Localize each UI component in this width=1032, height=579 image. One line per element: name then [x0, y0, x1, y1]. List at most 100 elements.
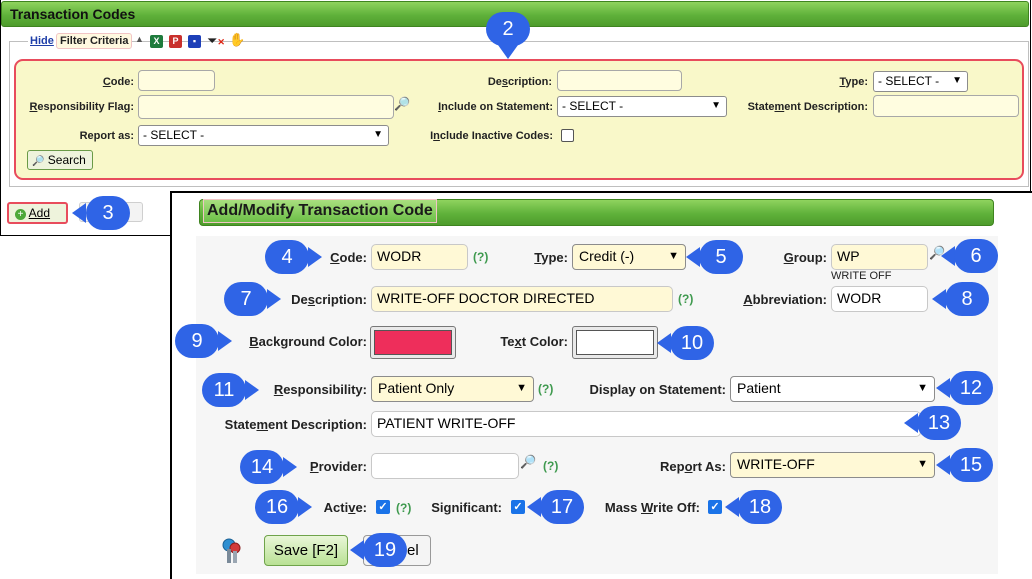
description-filter-input[interactable] [557, 70, 682, 91]
callout-pointer [936, 455, 950, 475]
code-input[interactable]: WODR [371, 244, 468, 270]
callout-pointer [941, 246, 955, 266]
display-on-statement-label: Display on Statement: [589, 382, 726, 397]
callout-12: 12 [949, 371, 993, 405]
save-button[interactable]: Save [F2] [264, 535, 348, 566]
text-color-picker[interactable] [572, 326, 658, 359]
window-title: Transaction Codes [10, 6, 136, 22]
excel-icon[interactable]: X [150, 35, 163, 48]
include-inactive-filter-label: Include Inactive Codes: [430, 130, 553, 142]
abbreviation-input[interactable]: WODR [831, 286, 928, 312]
responsibility-help-icon[interactable]: (?) [538, 382, 554, 396]
description-help-icon[interactable]: (?) [678, 292, 694, 306]
callout-pointer [72, 203, 86, 223]
keys-icon[interactable] [218, 535, 246, 565]
magnifier-icon[interactable]: 🔎 [394, 96, 411, 111]
active-checkbox[interactable]: ✓ [376, 500, 390, 514]
callout-pointer [245, 380, 259, 400]
code-help-icon[interactable]: (?) [473, 250, 489, 264]
responsibility-flag-filter-input[interactable] [138, 95, 394, 119]
callout-pointer [932, 289, 946, 309]
report-as-filter-value: - SELECT - [143, 128, 205, 142]
callout-6: 6 [954, 239, 998, 273]
hand-icon[interactable]: ✋ [229, 32, 246, 47]
provider-lookup-magnifier-icon[interactable]: 🔎 [520, 454, 537, 469]
add-button[interactable]: + Add [7, 202, 68, 224]
description-input[interactable]: WRITE-OFF DOCTOR DIRECTED [371, 286, 673, 312]
display-on-statement-value: Patient [737, 380, 781, 396]
group-input[interactable]: WP [831, 244, 928, 270]
mass-write-off-label: Mass Write Off: [604, 500, 700, 515]
statement-description-filter-label: Statement Description: [747, 101, 868, 113]
callout-pointer [936, 378, 950, 398]
callout-13: 13 [917, 406, 961, 440]
plus-circle-icon: + [15, 209, 26, 220]
include-inactive-checkbox[interactable] [561, 129, 574, 142]
chevron-down-icon: ▼ [373, 129, 383, 140]
type-select[interactable]: Credit (-) ▼ [572, 244, 686, 270]
clear-filter-icon[interactable]: ⏷✕ [207, 33, 225, 48]
code-label: Code: [330, 250, 367, 265]
callout-10: 10 [670, 326, 714, 360]
callout-18: 18 [738, 490, 782, 524]
pdf-icon[interactable]: P [169, 35, 182, 48]
search-button-label: Search [47, 153, 86, 167]
collapse-arrow-icon[interactable]: ▲ [135, 34, 144, 44]
chevron-down-icon: ▼ [952, 75, 962, 86]
abbreviation-label: Abbreviation: [743, 292, 827, 307]
callout-pointer [725, 497, 739, 517]
significant-checkbox[interactable]: ✓ [511, 500, 525, 514]
report-as-value: WRITE-OFF [737, 456, 815, 472]
background-color-picker[interactable] [370, 326, 456, 359]
callout-9: 9 [175, 324, 219, 358]
callout-pointer [498, 45, 518, 59]
report-as-filter-select[interactable]: - SELECT - ▼ [138, 125, 389, 146]
dialog-title: Add/Modify Transaction Code [203, 199, 437, 223]
chevron-down-icon: ▼ [516, 382, 527, 394]
include-on-statement-filter-label: Include on Statement: [438, 101, 553, 113]
responsibility-select[interactable]: Patient Only ▼ [371, 376, 534, 402]
provider-help-icon[interactable]: (?) [543, 459, 559, 473]
chevron-down-icon: ▼ [917, 382, 928, 394]
callout-pointer [308, 247, 322, 267]
background-color-label: Background Color: [249, 334, 367, 349]
callout-pointer [657, 333, 671, 353]
callout-17: 17 [540, 490, 584, 524]
responsibility-value: Patient Only [378, 380, 455, 396]
responsibility-label: Responsibility: [273, 382, 367, 397]
code-filter-input[interactable] [138, 70, 215, 91]
group-label: Group: [783, 250, 827, 265]
filter-criteria-tab[interactable]: Filter Criteria [56, 33, 133, 49]
report-as-select[interactable]: WRITE-OFF ▼ [730, 452, 935, 478]
report-as-filter-label: Report as: [79, 130, 134, 142]
callout-pointer [267, 289, 281, 309]
include-on-statement-filter-value: - SELECT - [562, 99, 624, 113]
statement-description-label: Statement Description: [224, 417, 367, 432]
callout-pointer [527, 497, 541, 517]
save-icon[interactable]: ▪ [188, 35, 201, 48]
include-on-statement-filter-select[interactable]: - SELECT -▼ [557, 96, 727, 117]
type-label: Type: [534, 250, 568, 265]
type-value: Credit (-) [579, 248, 635, 264]
statement-description-input[interactable]: PATIENT WRITE-OFF [371, 411, 921, 437]
callout-3: 3 [86, 196, 130, 230]
callout-16: 16 [255, 490, 299, 524]
callout-15: 15 [949, 448, 993, 482]
report-as-label: Report As: [660, 459, 726, 474]
active-help-icon[interactable]: (?) [396, 501, 412, 515]
mass-write-off-checkbox[interactable]: ✓ [708, 500, 722, 514]
background-color-swatch [374, 330, 452, 355]
provider-input[interactable] [371, 453, 519, 479]
group-caption: WRITE OFF [831, 270, 892, 282]
magnifier-icon: 🔎 [32, 156, 45, 167]
chevron-down-icon: ▼ [668, 250, 679, 262]
significant-label: Significant: [431, 500, 502, 515]
search-button[interactable]: 🔎 Search [27, 150, 93, 170]
callout-14: 14 [240, 450, 284, 484]
type-filter-value: - SELECT - [878, 74, 940, 88]
chevron-down-icon: ▼ [917, 458, 928, 470]
statement-description-filter-input[interactable] [873, 95, 1019, 117]
display-on-statement-select[interactable]: Patient ▼ [730, 376, 935, 402]
hide-filter-link[interactable]: Hide [28, 35, 56, 47]
type-filter-select[interactable]: - SELECT - ▼ [873, 71, 968, 92]
